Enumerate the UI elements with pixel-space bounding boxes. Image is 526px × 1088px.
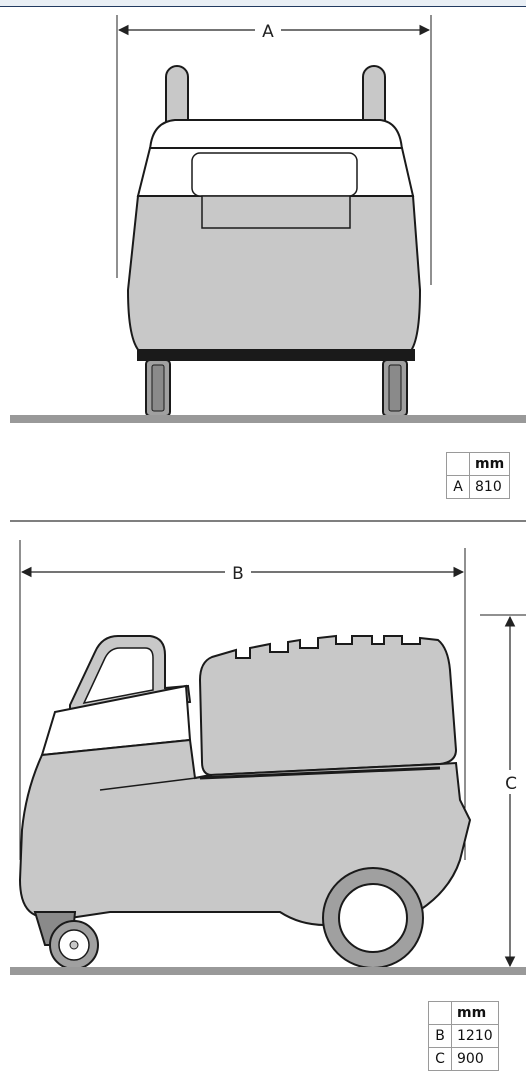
ground-line-front — [10, 415, 526, 423]
tank — [198, 634, 458, 777]
base-strip — [137, 349, 415, 361]
table-row: B 1210 — [428, 1024, 499, 1048]
table-row: A 810 — [446, 475, 511, 499]
tank-base-line — [199, 766, 441, 780]
body-crease — [99, 775, 213, 791]
side-view: B C — [10, 540, 526, 975]
top-cap — [148, 119, 404, 151]
ground-line-side — [10, 967, 526, 975]
table-row: C 900 — [428, 1047, 499, 1071]
table-header-unit: mm — [468, 452, 511, 476]
front-view: A — [10, 15, 526, 423]
table-row-value: 1210 — [451, 1024, 499, 1048]
table-header-unit: mm — [451, 1001, 499, 1025]
table-row-value: 900 — [451, 1047, 499, 1071]
table-row-value: 810 — [468, 475, 511, 499]
dimension-c-label: C — [505, 774, 517, 794]
table-corner-cell — [428, 1001, 452, 1025]
table-row-key: A — [446, 475, 470, 499]
table-row-key: C — [428, 1047, 452, 1071]
dimension-a-label: A — [262, 22, 274, 42]
top-bar — [0, 0, 526, 7]
handle-opening — [82, 647, 154, 705]
dimension-table-side: mm B 1210 C 900 — [428, 1001, 499, 1071]
front-panel — [201, 195, 351, 229]
front-window — [191, 152, 358, 197]
dimension-b-label: B — [232, 564, 244, 584]
table-row-key: B — [428, 1024, 452, 1048]
table-corner-cell — [446, 452, 470, 476]
dimension-table-front: mm A 810 — [446, 452, 511, 499]
